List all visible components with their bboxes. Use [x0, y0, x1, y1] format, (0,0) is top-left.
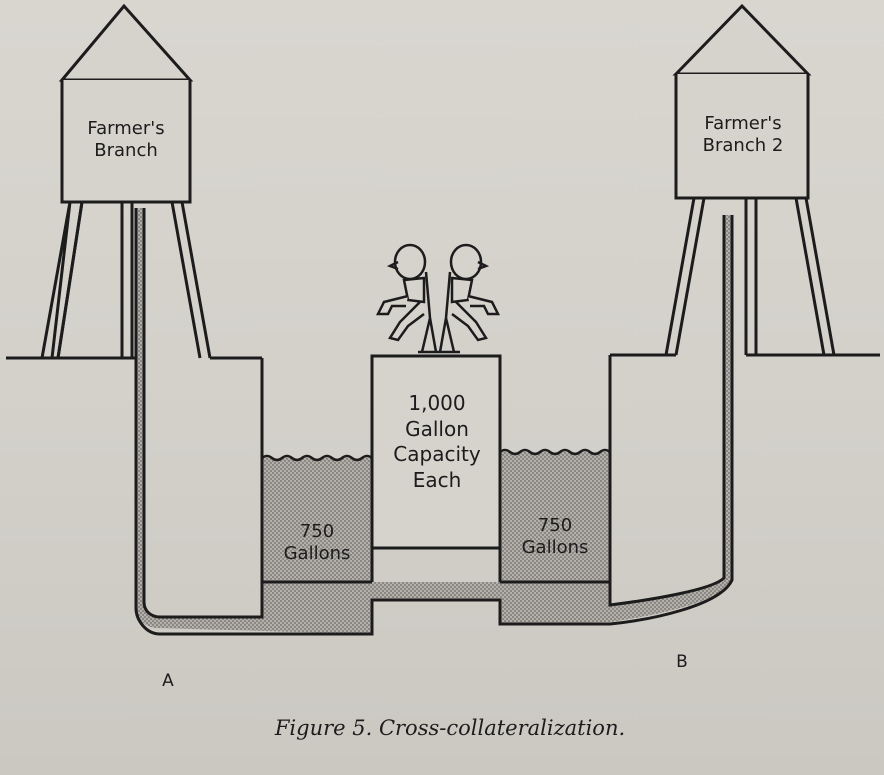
point-a-label: A: [162, 671, 174, 691]
left-water-level-label: 750 Gallons: [283, 521, 351, 564]
point-b-label: B: [676, 652, 688, 672]
tank-b-label: Farmer's Branch 2: [702, 113, 784, 156]
right-water-level-label: 750 Gallons: [521, 515, 589, 558]
figure-caption: Figure 5. Cross-collateralization.: [274, 716, 626, 740]
water-tower-a: [40, 3, 212, 359]
center-pedestal: [370, 354, 502, 550]
tank-a-label: Farmer's Branch: [87, 118, 165, 161]
water-surface: [261, 448, 611, 462]
ground-line: [6, 353, 880, 360]
seated-figures: [375, 243, 501, 354]
water-tower-b: [664, 3, 836, 356]
capacity-label: 1,000 Gallon Capacity Each: [393, 391, 481, 492]
water-fill: [136, 208, 732, 634]
